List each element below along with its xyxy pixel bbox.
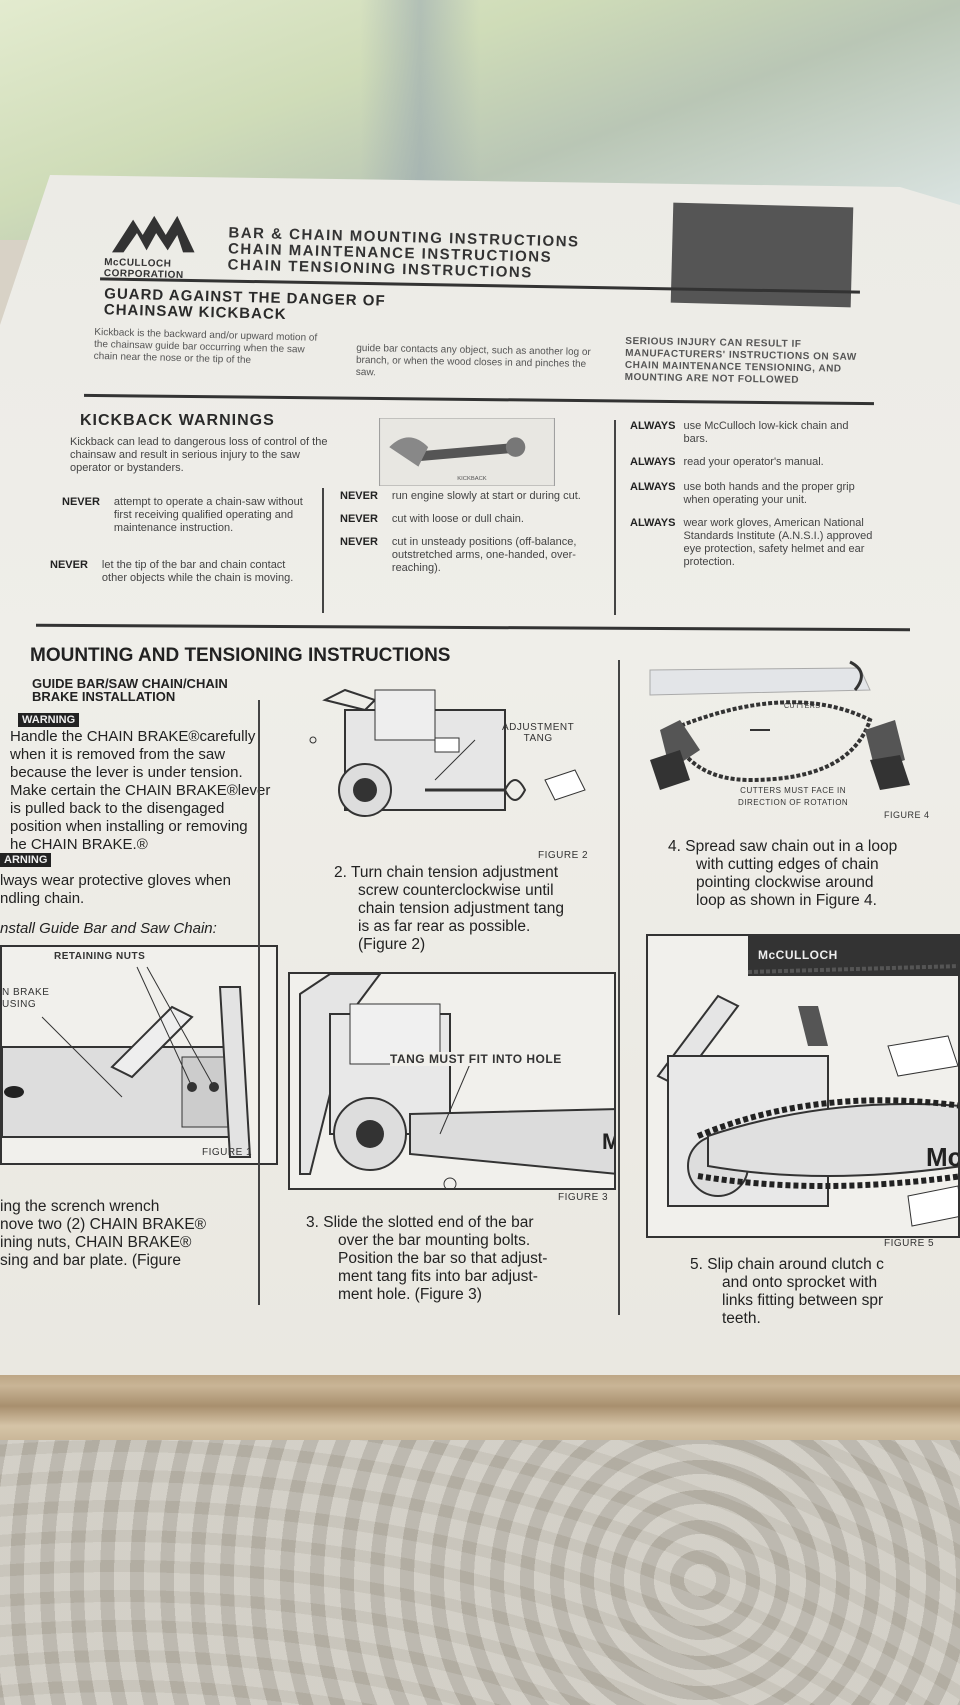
column-divider (322, 488, 324, 613)
figure-3: M TANG MUST FIT INTO HOLE (288, 972, 616, 1190)
always-list: ALWAYS use McCulloch low-kick chain and … (630, 420, 900, 569)
figure-1-drawing (2, 966, 252, 1158)
carpet-pattern (0, 1440, 960, 1705)
never-item: NEVER run engine slowly at start or duri… (340, 490, 581, 502)
warning-text: Handle the CHAIN BRAKE®carefully when it… (10, 728, 271, 853)
step-2-text: 2. Turn chain tension adjustment screw c… (334, 864, 564, 953)
warning-badge: WARNING (18, 710, 80, 728)
figure-1-label-brake: N BRAKE USING (2, 987, 50, 1010)
never-item: NEVER cut with loose or dull chain. (340, 513, 524, 525)
figure-1-label-retaining: RETAINING NUTS (54, 951, 146, 962)
step-5-text: 5. Slip chain around clutch c and onto s… (690, 1256, 884, 1327)
figure-5-drawing: Mc (656, 936, 960, 1227)
guard-text-2: guide bar contacts any object, such as a… (355, 342, 591, 379)
guard-text-1: Kickback is the backward and/or upward m… (93, 326, 318, 367)
figure-1: RETAINING NUTS N BRAKE USING FIGURE 1 (0, 945, 278, 1165)
always-item: ALWAYS wear work gloves, American Nation… (630, 517, 873, 568)
kickback-illustration: KICKBACK (379, 418, 555, 486)
mounting-title: MOUNTING AND TENSIONING INSTRUCTIONS (30, 645, 451, 666)
figure-5-brand: McCULLOCH (758, 948, 838, 962)
paper-stack (0, 1370, 960, 1450)
never-item: NEVER cut in unsteady positions (off-bal… (340, 536, 577, 574)
figure-4 (649, 660, 910, 790)
never-item: NEVER attempt to operate a chain-saw wit… (62, 496, 303, 534)
svg-text:M: M (602, 1129, 616, 1154)
column-divider (618, 660, 620, 1315)
never-list-left: NEVER attempt to operate a chain-saw wit… (50, 496, 322, 585)
always-item: ALWAYS read your operator's manual. (630, 456, 824, 468)
figure-3-label: TANG MUST FIT INTO HOLE (390, 1052, 562, 1066)
always-item: ALWAYS use both hands and the proper gri… (630, 481, 855, 506)
header-titles: BAR & CHAIN MOUNTING INSTRUCTIONS CHAIN … (227, 224, 579, 282)
guard-warning: SERIOUS INJURY CAN RESULT IF MANUFACTURE… (624, 335, 857, 386)
figure-2-caption: FIGURE 2 (538, 850, 589, 861)
mcculloch-logo (112, 215, 195, 253)
figure-5: Mc McCULLOCH (646, 934, 960, 1238)
never-list-mid: NEVER run engine slowly at start or duri… (340, 490, 600, 575)
column-divider (614, 420, 616, 615)
figure-4-caption: FIGURE 4 (884, 810, 930, 820)
step-1-text: ing the scrench wrench nove two (2) CHAI… (0, 1198, 207, 1269)
figure-4-label-face: CUTTERS MUST FACE IN DIRECTION OF ROTATI… (738, 786, 849, 807)
install-label: nstall Guide Bar and Saw Chain: (0, 920, 217, 937)
figure-3-caption: FIGURE 3 (558, 1192, 609, 1203)
figure-2 (309, 688, 586, 817)
figure-4-label-cutters: CUTTERS (784, 703, 821, 710)
figure-5-caption: FIGURE 5 (884, 1238, 935, 1249)
step-3-text: 3. Slide the slotted end of the bar over… (306, 1214, 548, 1303)
kickback-intro: Kickback can lead to dangerous loss of c… (70, 436, 328, 474)
figure-1-caption: FIGURE 1 (202, 1147, 253, 1158)
background-glass (360, 0, 480, 200)
figure-5-bar-text: Mc (926, 1142, 960, 1172)
mounting-subtitle: GUIDE BAR/SAW CHAIN/CHAIN BRAKE INSTALLA… (32, 676, 228, 704)
kickback-title: KICKBACK WARNINGS (80, 412, 275, 429)
kickback-label: KICKBACK (457, 476, 487, 482)
warning-text-2: lways wear protective gloves when ndling… (0, 872, 231, 907)
warning-badge-2: ARNING (0, 850, 52, 868)
column-divider (258, 700, 260, 1305)
never-item: NEVER let the tip of the bar and chain c… (50, 559, 294, 584)
step-4-text: 4. Spread saw chain out in a loop with c… (668, 838, 898, 909)
figure-3-drawing: M (299, 974, 616, 1188)
figure-2-label: ADJUSTMENT TANG (502, 722, 575, 744)
always-item: ALWAYS use McCulloch low-kick chain and … (630, 420, 849, 445)
